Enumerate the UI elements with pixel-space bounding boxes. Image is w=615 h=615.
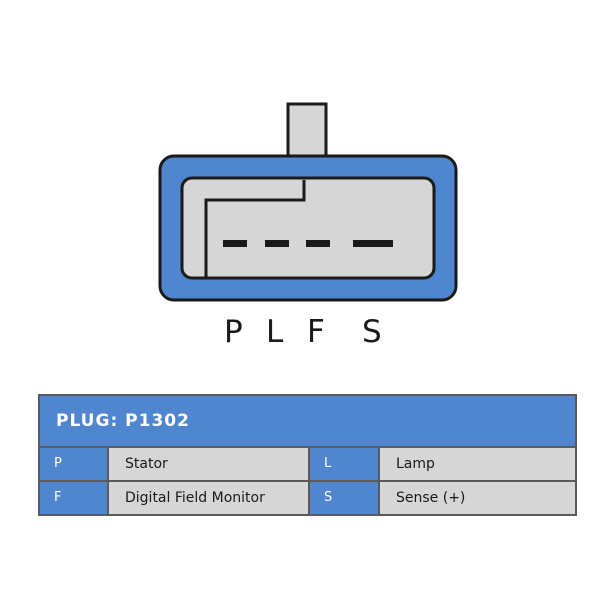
pin-label-s: S	[362, 314, 382, 350]
plug-title: PLUG: P1302	[40, 396, 575, 446]
pin-labels: P L F S	[0, 312, 615, 352]
pin-label-f: F	[307, 314, 325, 350]
terminal-f	[306, 240, 330, 247]
table-row: F Digital Field Monitor S Sense (+)	[40, 480, 575, 514]
connector-tab	[286, 102, 328, 160]
pin-code-cell: S	[308, 482, 378, 514]
pin-description-cell: Stator	[107, 448, 308, 480]
pin-code-cell: P	[40, 448, 107, 480]
pin-description-cell: Digital Field Monitor	[107, 482, 308, 514]
connector-face	[180, 176, 436, 280]
connector-diagram	[158, 102, 458, 302]
table-row: P Stator L Lamp	[40, 446, 575, 480]
terminal-p	[223, 240, 247, 247]
pin-description-cell: Lamp	[378, 448, 575, 480]
pin-label-p: P	[224, 314, 243, 350]
terminal-l	[265, 240, 289, 247]
pin-code-cell: L	[308, 448, 378, 480]
plug-table: PLUG: P1302 P Stator L Lamp F Digital Fi…	[38, 394, 577, 516]
pin-description-cell: Sense (+)	[378, 482, 575, 514]
terminal-s	[353, 240, 393, 247]
pin-label-l: L	[266, 314, 284, 350]
pin-code-cell: F	[40, 482, 107, 514]
connector-key-line	[204, 180, 306, 277]
